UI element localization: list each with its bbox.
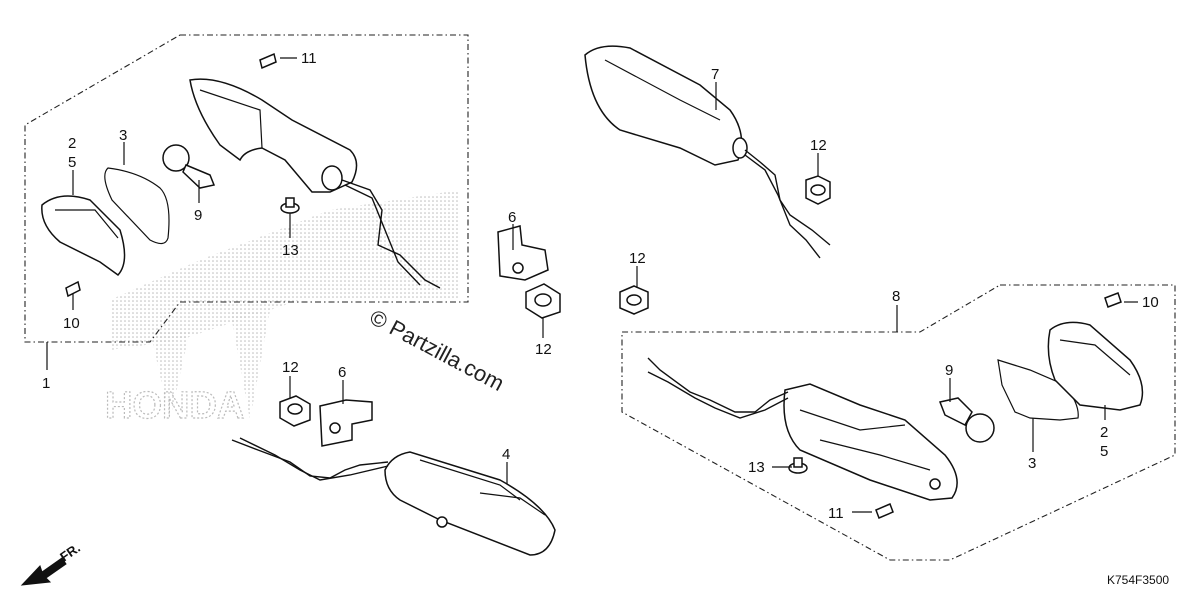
nut-12-upper — [525, 283, 561, 319]
callout-labels: 11 2 5 3 9 10 13 1 6 12 12 6 4 7 12 12 8… — [42, 50, 1159, 522]
callout-1: 1 — [42, 375, 50, 392]
callout-5-left: 5 — [68, 154, 76, 171]
callout-2-left: 2 — [68, 135, 76, 152]
turn-signal-7 — [584, 45, 831, 259]
watermark-text: © Partzilla.com — [366, 304, 509, 396]
callout-6-upper: 6 — [508, 209, 516, 226]
callout-5-right: 5 — [1100, 443, 1108, 460]
left-bulb — [162, 144, 216, 189]
left-screw-11 — [259, 52, 277, 70]
right-grommet — [788, 457, 808, 474]
right-screw-10 — [1104, 292, 1122, 308]
nut-12-lower — [279, 395, 311, 427]
callout-12-right-top: 12 — [810, 137, 827, 154]
right-screw-11 — [875, 503, 894, 519]
callout-9-right: 9 — [945, 362, 953, 379]
left-turn-signal-housing — [189, 78, 441, 289]
callout-3-right: 3 — [1028, 455, 1036, 472]
right-lens — [1047, 321, 1144, 411]
callout-7: 7 — [711, 66, 719, 83]
callout-12-lower: 12 — [282, 359, 299, 376]
background-logo: HONDA — [104, 190, 460, 428]
left-assembly-boundary — [24, 34, 469, 343]
callout-6-lower: 6 — [338, 364, 346, 381]
turn-signal-4 — [231, 437, 556, 556]
leader-lines — [46, 57, 1138, 513]
bracket-6-upper — [497, 225, 549, 281]
left-screw-10 — [65, 280, 81, 298]
callout-11-right: 11 — [828, 505, 844, 522]
callout-9-left: 9 — [194, 207, 202, 224]
nut-12-right-top — [805, 175, 831, 205]
background-brand-text: HONDA — [105, 385, 244, 427]
callout-13-left: 13 — [282, 242, 299, 259]
callout-12-right-mid: 12 — [629, 250, 646, 267]
front-direction-arrow: FR. — [20, 540, 83, 586]
callout-12-upper: 12 — [535, 341, 552, 358]
callout-4: 4 — [502, 446, 510, 463]
left-grommet — [280, 197, 300, 214]
right-assembly-boundary — [621, 284, 1176, 561]
callout-10-left: 10 — [63, 315, 80, 332]
callout-2-right: 2 — [1100, 424, 1108, 441]
nut-12-right-mid — [619, 285, 649, 315]
right-bulb — [938, 397, 995, 443]
callout-13-right: 13 — [748, 459, 765, 476]
diagram-code: K754F3500 — [1107, 573, 1169, 587]
callout-10-right: 10 — [1142, 294, 1159, 311]
callout-3-left: 3 — [119, 127, 127, 144]
right-turn-signal-housing — [647, 357, 958, 501]
left-gasket — [104, 167, 170, 245]
callout-11-left: 11 — [301, 50, 317, 67]
bracket-6-lower — [319, 399, 373, 447]
left-lens — [41, 195, 126, 276]
callout-8: 8 — [892, 288, 900, 305]
